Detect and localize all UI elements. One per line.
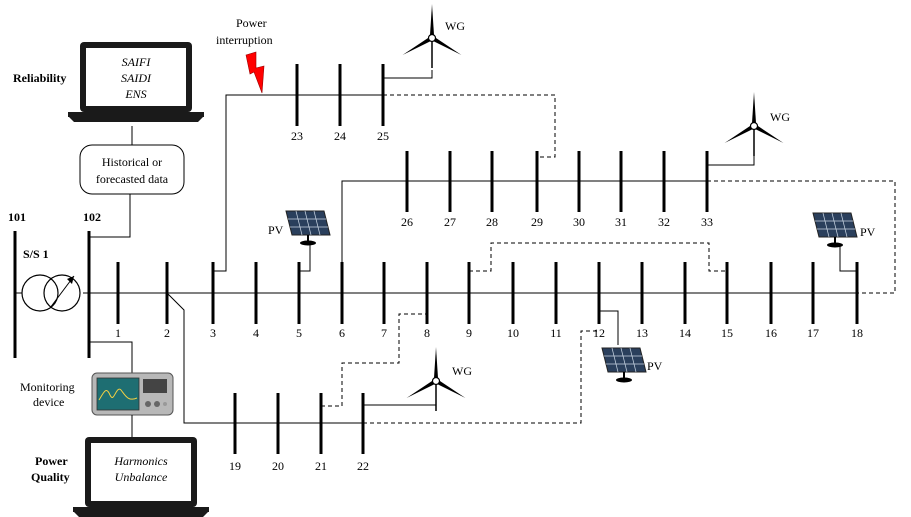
pv-label: PV [860, 225, 876, 239]
bus-label-10: 10 [507, 326, 519, 340]
bus-label-21: 21 [315, 459, 327, 473]
tie-line-33-18 [707, 180, 896, 294]
bus-label-18: 18 [851, 326, 863, 340]
solar-panel-icon [601, 347, 647, 384]
bus-label-20: 20 [272, 459, 284, 473]
bus-label-13: 13 [636, 326, 648, 340]
power-interruption-label-2: interruption [216, 33, 273, 47]
bus-label-2: 2 [164, 326, 170, 340]
monitoring-label-2: device [33, 395, 64, 409]
wg-label: WG [452, 364, 472, 378]
bus-label-23: 23 [291, 129, 303, 143]
lateral-19-22-buses: 19 20 21 22 [229, 393, 369, 473]
lightning-bolt-icon [245, 51, 265, 94]
ens-label: ENS [124, 87, 146, 101]
bus-label-1: 1 [115, 326, 121, 340]
wg-label: WG [445, 19, 465, 33]
bus-label-24: 24 [334, 129, 346, 143]
bus-label-17: 17 [807, 326, 819, 340]
pv-label: PV [268, 223, 284, 237]
pv-generator-5: PV [268, 210, 331, 272]
wind-turbine-icon [400, 3, 464, 69]
monitoring-device-icon [91, 372, 174, 416]
bus-label-9: 9 [466, 326, 472, 340]
lateral-23-25-buses: 23 24 25 [291, 64, 389, 143]
tie-line-25-29 [383, 94, 556, 158]
wind-turbine-icon [404, 346, 468, 412]
wind-generator-22: WG [363, 346, 472, 412]
bus-label-27: 27 [444, 215, 456, 229]
transformer-icon [21, 274, 81, 312]
lateral-23-25-line [213, 94, 383, 272]
bus-label-22: 22 [357, 459, 369, 473]
bus-label-31: 31 [615, 215, 627, 229]
tie-lines [321, 94, 896, 424]
pv-generator-18: PV [812, 212, 876, 272]
solar-panel-icon [812, 212, 858, 249]
harmonics-label: Harmonics [113, 454, 168, 468]
wind-generator-25: WG [383, 3, 465, 79]
bus-label-3: 3 [210, 326, 216, 340]
reliability-label: Reliability [13, 71, 66, 85]
saifi-label: SAIFI [122, 55, 152, 69]
historical-data-label-2: forecasted data [96, 172, 169, 186]
historical-data-box [79, 144, 185, 195]
historical-data-label-1: Historical or [102, 155, 162, 169]
bus-102-label: 102 [83, 210, 101, 224]
unbalance-label: Unbalance [115, 470, 168, 484]
tie-line-21-8 [321, 313, 427, 407]
bus-label-16: 16 [765, 326, 777, 340]
bus-label-7: 7 [381, 326, 387, 340]
lateral-19-22-line [166, 292, 363, 424]
power-interruption-label-1: Power [236, 16, 267, 30]
bus-label-4: 4 [253, 326, 259, 340]
bus-label-11: 11 [550, 326, 562, 340]
bus-label-14: 14 [679, 326, 691, 340]
power-quality-label-2: Quality [31, 470, 70, 484]
bus-101-label: 101 [8, 210, 26, 224]
bus-label-6: 6 [339, 326, 345, 340]
saidi-label: SAIDI [121, 71, 152, 85]
bus-label-8: 8 [424, 326, 430, 340]
wg-label: WG [770, 110, 790, 124]
bus-label-33: 33 [701, 215, 713, 229]
bus-label-29: 29 [531, 215, 543, 229]
substation-label: S/S 1 [23, 247, 49, 261]
bus-label-5: 5 [296, 326, 302, 340]
lateral-26-33-line [341, 180, 707, 271]
bus-label-30: 30 [573, 215, 585, 229]
wind-turbine-icon [722, 91, 786, 157]
solar-panel-icon [285, 210, 331, 247]
pv-label: PV [647, 359, 663, 373]
bus-label-12: 12 [593, 326, 605, 340]
power-quality-label-1: Power [35, 454, 68, 468]
bus-label-28: 28 [486, 215, 498, 229]
lateral-26-33-buses: 26 27 28 29 30 31 32 33 [401, 151, 713, 229]
bus-label-26: 26 [401, 215, 413, 229]
tie-line-22-12 [363, 330, 599, 424]
monitoring-label-1: Monitoring [20, 380, 75, 394]
wind-generator-33: WG [707, 91, 790, 166]
pv-generator-12: PV [599, 310, 663, 384]
bus-label-15: 15 [721, 326, 733, 340]
bus-label-25: 25 [377, 129, 389, 143]
bus-label-32: 32 [658, 215, 670, 229]
bus-label-19: 19 [229, 459, 241, 473]
